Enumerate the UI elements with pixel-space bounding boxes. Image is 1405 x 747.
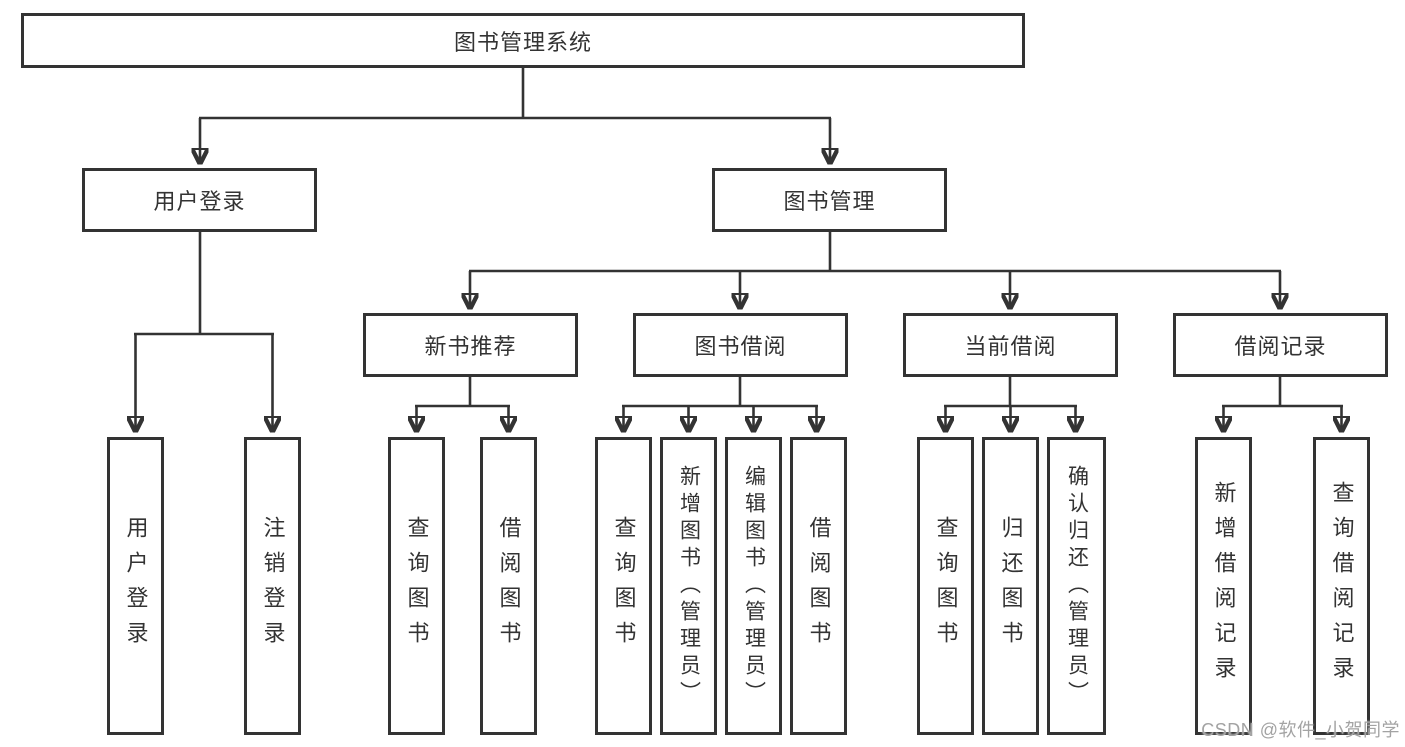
csdn-watermark: CSDN @软件_小贺同学	[1201, 720, 1400, 740]
leaf-current-query-book-label: 查询图书	[933, 516, 959, 656]
leaf-record-add-record-label: 新增借阅记录	[1211, 481, 1237, 691]
leaf-current-return-book: 归还图书	[982, 437, 1039, 735]
node-new-book-recommend: 新书推荐	[363, 313, 578, 377]
leaf-borrow-query-book-label: 查询图书	[611, 516, 637, 656]
leaf-newbook-query-book-label: 查询图书	[404, 516, 430, 656]
leaf-current-confirm-return-admin: 确认归还（管理员）	[1047, 437, 1106, 735]
leaf-current-return-book-label: 归还图书	[998, 516, 1024, 656]
node-current-borrow: 当前借阅	[903, 313, 1118, 377]
node-book-management: 图书管理	[712, 168, 947, 232]
leaf-borrow-query-book: 查询图书	[595, 437, 652, 735]
node-book-borrow: 图书借阅	[633, 313, 848, 377]
node-root-system: 图书管理系统	[21, 13, 1025, 68]
leaf-logout: 注销登录	[244, 437, 301, 735]
leaf-newbook-borrow-book: 借阅图书	[480, 437, 537, 735]
leaf-newbook-borrow-book-label: 借阅图书	[496, 516, 522, 656]
node-user-login: 用户登录	[82, 168, 317, 232]
leaf-borrow-borrow-book-label: 借阅图书	[806, 516, 832, 656]
leaf-borrow-edit-book-admin: 编辑图书（管理员）	[725, 437, 782, 735]
leaf-current-confirm-return-admin-label: 确认归还（管理员）	[1065, 464, 1089, 708]
leaf-record-add-record: 新增借阅记录	[1195, 437, 1252, 735]
leaf-borrow-add-book-admin-label: 新增图书（管理员）	[677, 464, 701, 708]
leaf-borrow-borrow-book: 借阅图书	[790, 437, 847, 735]
node-borrow-record: 借阅记录	[1173, 313, 1388, 377]
leaf-record-query-record-label: 查询借阅记录	[1329, 481, 1355, 691]
leaf-borrow-add-book-admin: 新增图书（管理员）	[660, 437, 717, 735]
leaf-user-login-label: 用户登录	[123, 516, 149, 656]
leaf-current-query-book: 查询图书	[917, 437, 974, 735]
leaf-borrow-edit-book-admin-label: 编辑图书（管理员）	[742, 464, 766, 708]
leaf-user-login: 用户登录	[107, 437, 164, 735]
leaf-record-query-record: 查询借阅记录	[1313, 437, 1370, 735]
leaf-logout-label: 注销登录	[260, 516, 286, 656]
leaf-newbook-query-book: 查询图书	[388, 437, 445, 735]
